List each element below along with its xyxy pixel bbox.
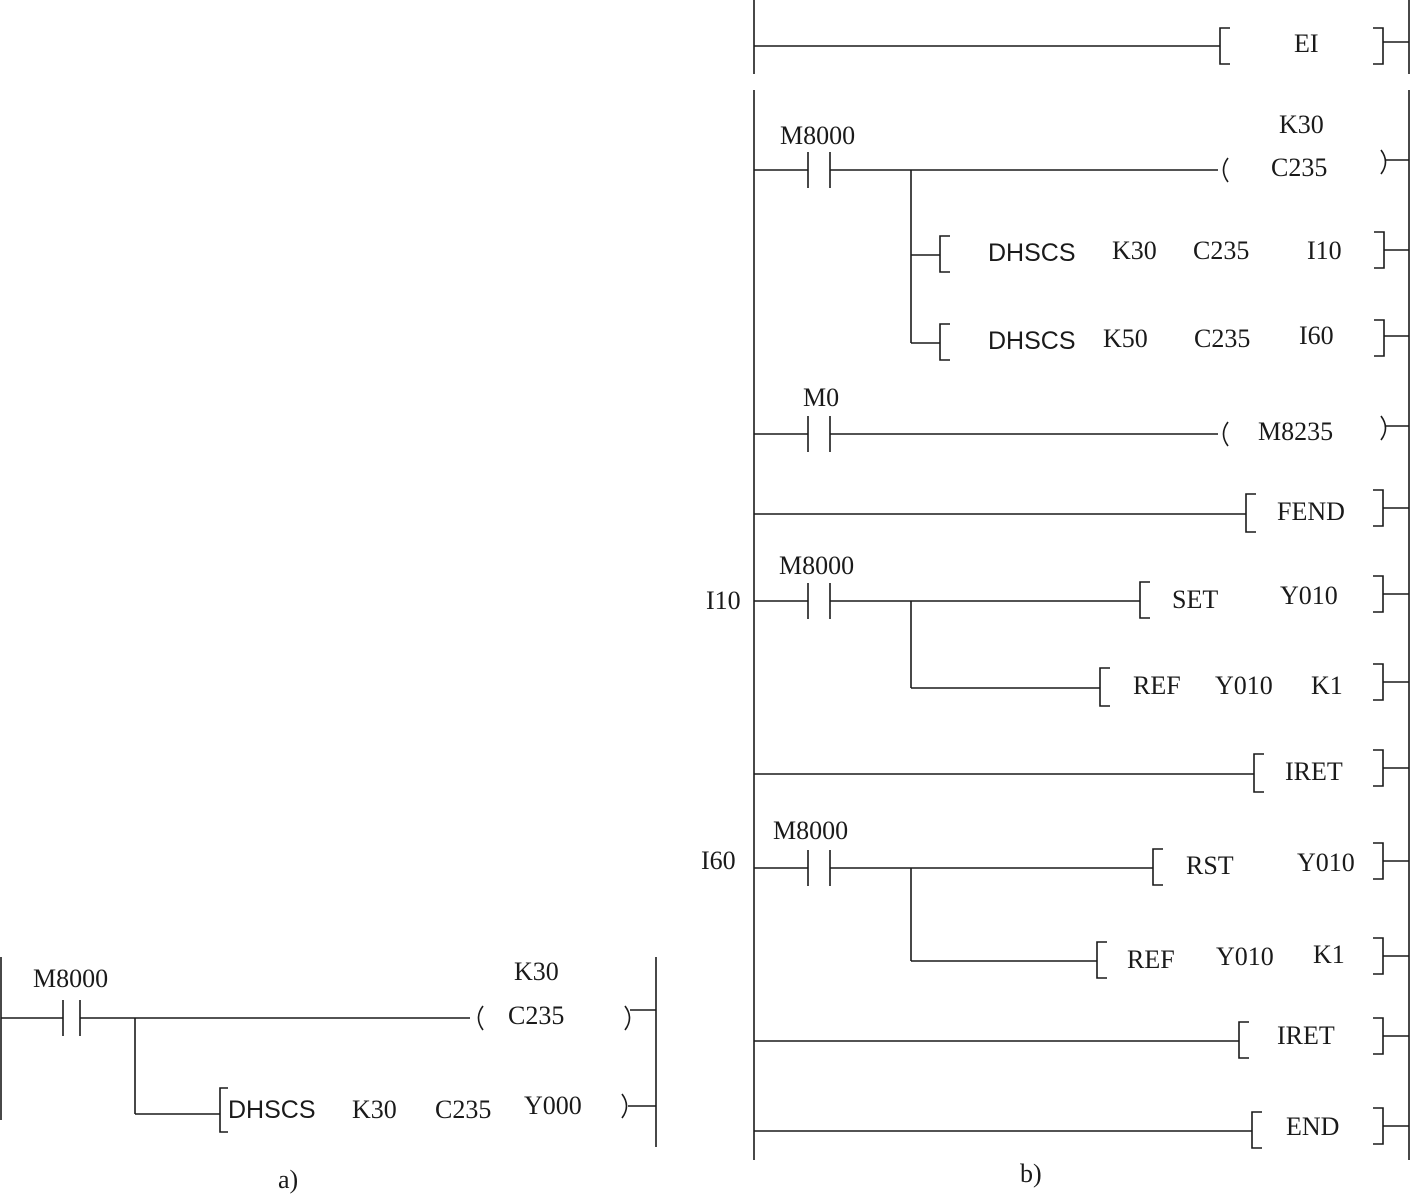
coil-right-paren: [1380, 415, 1387, 441]
coil-preset: K30: [1279, 110, 1324, 139]
rst-right-bracket: [1373, 842, 1384, 880]
ei-right-bracket: [1373, 27, 1384, 65]
pointer-label: I10: [706, 586, 741, 615]
ref-right-bracket: [1373, 937, 1384, 975]
fend-left-bracket: [1245, 493, 1256, 533]
iret-left-bracket: [1238, 1021, 1249, 1059]
coil-counter: C235: [1271, 153, 1327, 182]
inst1-name: DHSCS: [988, 239, 1076, 267]
instruction-counter: C235: [435, 1095, 491, 1124]
contact-label: M0: [803, 383, 839, 412]
contact-label: M8000: [780, 121, 855, 150]
inst2-left-bracket: [939, 323, 950, 361]
rst-arg: Y010: [1297, 848, 1355, 877]
coil-right-paren: [1380, 149, 1387, 175]
contact-label: M8000: [779, 551, 854, 580]
rst-op: RST: [1186, 851, 1234, 880]
inst2-pointer: I60: [1299, 321, 1334, 350]
inst1-left-bracket: [939, 235, 950, 273]
inst2-k: K50: [1103, 324, 1148, 353]
ref-arg2: K1: [1313, 940, 1345, 969]
pointer-label: I60: [701, 846, 736, 875]
iret-label: IRET: [1285, 757, 1343, 786]
set-right-bracket: [1373, 575, 1384, 613]
interrupt-i10: I10 M8000 SET Y010 REF Y010 K1 IRET: [706, 551, 1409, 793]
instruction-left-bracket: [219, 1087, 228, 1133]
ei-left-bracket: [1219, 27, 1230, 65]
ref-op: REF: [1133, 671, 1181, 700]
diagram-b: EI M8000 K30 C235 DHSCS K30 C235 I10: [701, 0, 1410, 1188]
end-right-bracket: [1373, 1107, 1384, 1145]
rst-left-bracket: [1152, 848, 1163, 886]
coil-preset: K30: [514, 957, 559, 986]
iret-left-bracket: [1253, 753, 1264, 793]
inst2-right-bracket: [1374, 319, 1385, 357]
ref-arg1: Y010: [1216, 942, 1274, 971]
inst2-counter: C235: [1194, 324, 1250, 353]
end-left-bracket: [1251, 1111, 1262, 1149]
ref-left-bracket: [1096, 941, 1107, 979]
ref-left-bracket: [1099, 667, 1110, 707]
iret-right-bracket: [1373, 1017, 1384, 1055]
rung-fend: FEND: [754, 489, 1409, 533]
end-label: END: [1286, 1112, 1339, 1141]
ref-arg1: Y010: [1215, 671, 1273, 700]
set-op: SET: [1172, 585, 1218, 614]
coil-left-paren: [477, 1005, 484, 1031]
iret-right-bracket: [1373, 749, 1384, 787]
rung-a1: M8000 K30 C235: [1, 957, 656, 1036]
coil-right-paren: [624, 1005, 631, 1031]
rung-end: END: [754, 1107, 1409, 1149]
set-arg: Y010: [1280, 581, 1338, 610]
inst1-counter: C235: [1193, 236, 1249, 265]
rung-a2: DHSCS K30 C235 Y000: [134, 1018, 656, 1133]
diagram-a: M8000 K30 C235 DHSCS K30 C235 Y000 a): [0, 957, 657, 1194]
coil-label: M8235: [1258, 417, 1333, 446]
instruction-name: DHSCS: [228, 1096, 316, 1124]
fend-right-bracket: [1373, 489, 1384, 527]
set-left-bracket: [1139, 581, 1150, 619]
interrupt-i60: I60 M8000 RST Y010 REF Y010 K1 IRET: [701, 816, 1409, 1059]
instruction-right-paren: [621, 1093, 628, 1119]
instruction-k: K30: [352, 1095, 397, 1124]
coil-counter: C235: [508, 1001, 564, 1030]
iret-label: IRET: [1277, 1021, 1335, 1050]
caption-b: b): [1020, 1159, 1042, 1188]
rung-b2: M0 M8235: [754, 383, 1409, 452]
rung-ei: EI: [754, 27, 1409, 65]
contact-label: M8000: [773, 816, 848, 845]
coil-left-paren: [1222, 421, 1229, 447]
ref-op: REF: [1127, 945, 1175, 974]
inst1-right-bracket: [1374, 231, 1385, 269]
contact-label: M8000: [33, 964, 108, 993]
inst1-k: K30: [1112, 236, 1157, 265]
fend-label: FEND: [1277, 497, 1345, 526]
coil-left-paren: [1222, 157, 1229, 183]
rung-b1: M8000 K30 C235 DHSCS K30 C235 I10 DHSCS …: [754, 110, 1409, 361]
inst1-pointer: I10: [1307, 236, 1342, 265]
caption-a: a): [278, 1165, 298, 1194]
ref-arg2: K1: [1311, 671, 1343, 700]
ref-right-bracket: [1373, 663, 1384, 701]
instruction-output: Y000: [524, 1091, 582, 1120]
ei-label: EI: [1294, 29, 1319, 58]
inst2-name: DHSCS: [988, 327, 1076, 355]
